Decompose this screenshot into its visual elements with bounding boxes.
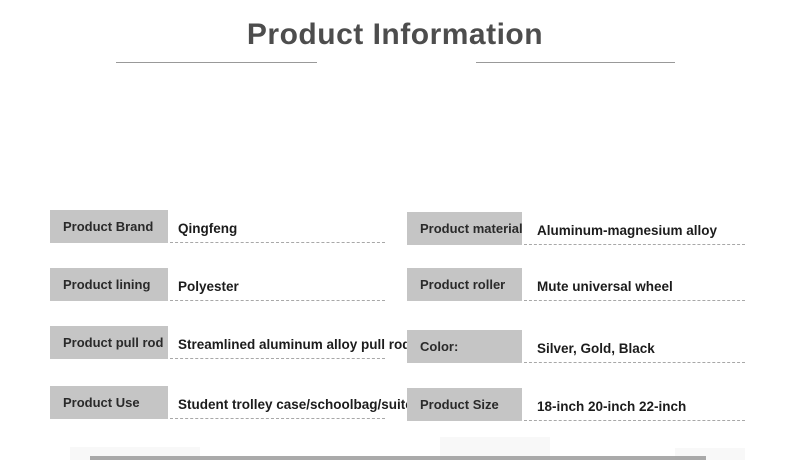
spec-label: Product material (407, 212, 523, 245)
spec-label: Product Brand (50, 210, 168, 243)
spec-value: Streamlined aluminum alloy pull rod (178, 337, 411, 352)
dashed-divider (170, 300, 385, 301)
spec-row-lining: Product lining Polyester (50, 268, 385, 301)
spec-row-color: Color: Silver, Gold, Black (407, 330, 745, 363)
background-smudge (440, 437, 550, 460)
spec-row-material: Product material Aluminum-magnesium allo… (407, 212, 745, 245)
spec-label: Color: (407, 330, 522, 363)
spec-value: 18-inch 20-inch 22-inch (537, 399, 687, 414)
title-underline-right (476, 62, 675, 63)
title-underline-left (116, 62, 317, 63)
spec-row-size: Product Size 18-inch 20-inch 22-inch (407, 388, 745, 421)
spec-value: Student trolley case/schoolbag/suitcase (178, 397, 436, 412)
spec-row-pull-rod: Product pull rod Streamlined aluminum al… (50, 326, 411, 359)
spec-value: Silver, Gold, Black (537, 341, 655, 356)
section-title: Product Information (246, 18, 544, 51)
dashed-divider (170, 358, 385, 359)
spec-row-use: Product Use Student trolley case/schoolb… (50, 386, 435, 419)
dashed-divider (170, 242, 385, 243)
spec-label: Product pull rod (50, 326, 168, 359)
spec-value: Qingfeng (178, 221, 238, 236)
spec-label: Product lining (50, 268, 168, 301)
spec-value: Mute universal wheel (537, 279, 673, 294)
dashed-divider (524, 362, 745, 363)
dashed-divider (524, 420, 745, 421)
dashed-divider (170, 418, 385, 419)
spec-label: Product roller (407, 268, 522, 301)
dashed-divider (524, 244, 745, 245)
spec-row-roller: Product roller Mute universal wheel (407, 268, 745, 301)
next-section-edge (90, 456, 706, 460)
spec-label: Product Size (407, 388, 522, 421)
spec-value: Polyester (178, 279, 239, 294)
dashed-divider (524, 300, 745, 301)
spec-label: Product Use (50, 386, 168, 419)
spec-value: Aluminum-magnesium alloy (537, 223, 718, 238)
spec-row-brand: Product Brand Qingfeng (50, 210, 385, 243)
